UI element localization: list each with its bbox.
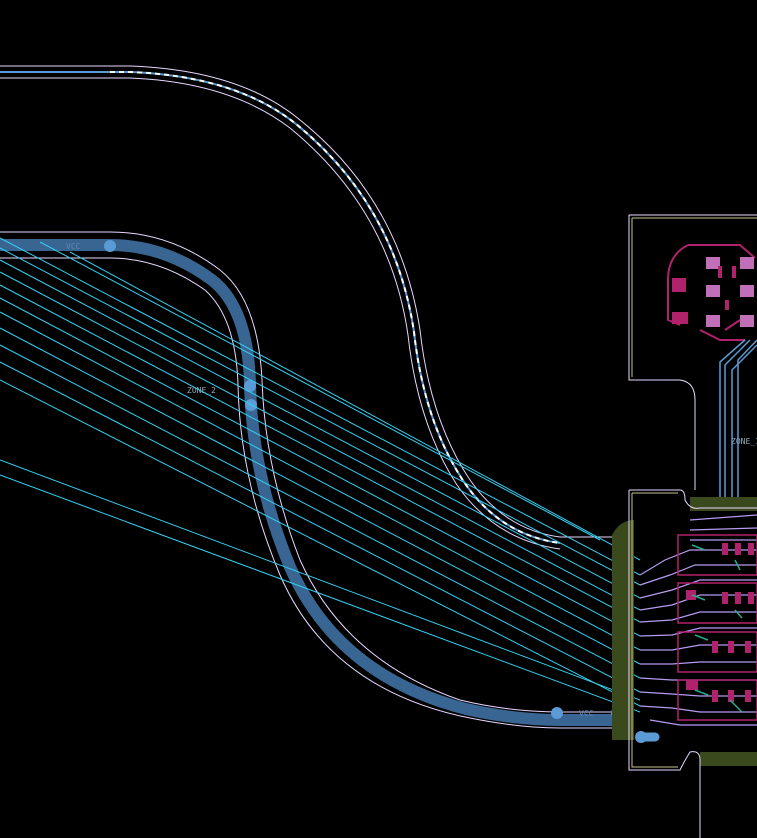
pad [712, 641, 718, 653]
upper-module[interactable] [628, 214, 757, 500]
lower-module-silk [691, 544, 743, 713]
pad [728, 641, 734, 653]
lower-module[interactable] [612, 489, 757, 838]
upper-module-pads[interactable] [672, 257, 754, 327]
pad [740, 257, 754, 269]
zone-fill-green-strip-top [690, 497, 757, 511]
pad [686, 680, 698, 690]
vcc-label-top: VCC [66, 242, 81, 251]
lower-module-outline [628, 489, 757, 838]
pad [748, 592, 754, 604]
vcc-power-trace[interactable] [0, 239, 624, 726]
pad [740, 315, 754, 327]
serpentine-trace-dash [110, 71, 561, 544]
pad [672, 312, 688, 324]
vcc-label-bottom: VCC [579, 709, 594, 718]
serpentine-trace[interactable] [0, 71, 561, 544]
upper-module-outline [628, 214, 757, 490]
pad [725, 300, 729, 310]
board-outline-top [0, 65, 625, 550]
upper-module-traces [667, 244, 756, 341]
lower-module-components [677, 534, 757, 721]
via [244, 380, 256, 392]
zone-fill-green-strip-bottom [700, 752, 757, 766]
zone1-label: ZONE_1 [731, 437, 757, 446]
pad [745, 641, 751, 653]
pad [745, 690, 751, 702]
pad [686, 590, 696, 600]
ratsnest-lines [0, 237, 641, 713]
lower-module-pads[interactable] [686, 543, 754, 702]
pad [732, 266, 736, 278]
pad [722, 592, 728, 604]
pad [706, 285, 720, 297]
pad [672, 278, 686, 292]
pad [718, 266, 722, 278]
zone-fill-green-top [612, 520, 634, 545]
upper-module-yellow-outline [631, 217, 757, 377]
pad [712, 690, 718, 702]
pad [706, 315, 720, 327]
pad [735, 543, 741, 555]
zone-fill-green [612, 545, 634, 740]
pad [722, 543, 728, 555]
board-outline-vcc [0, 231, 625, 729]
via [551, 707, 563, 719]
upper-module-connector-traces [719, 339, 757, 500]
lower-module-yellow-outline [631, 492, 678, 768]
pad [748, 543, 754, 555]
pad [728, 690, 734, 702]
pad [735, 592, 741, 604]
via [104, 240, 116, 252]
zone2-label: ZONE_2 [187, 386, 216, 395]
pad [706, 257, 720, 269]
pad [740, 285, 754, 297]
